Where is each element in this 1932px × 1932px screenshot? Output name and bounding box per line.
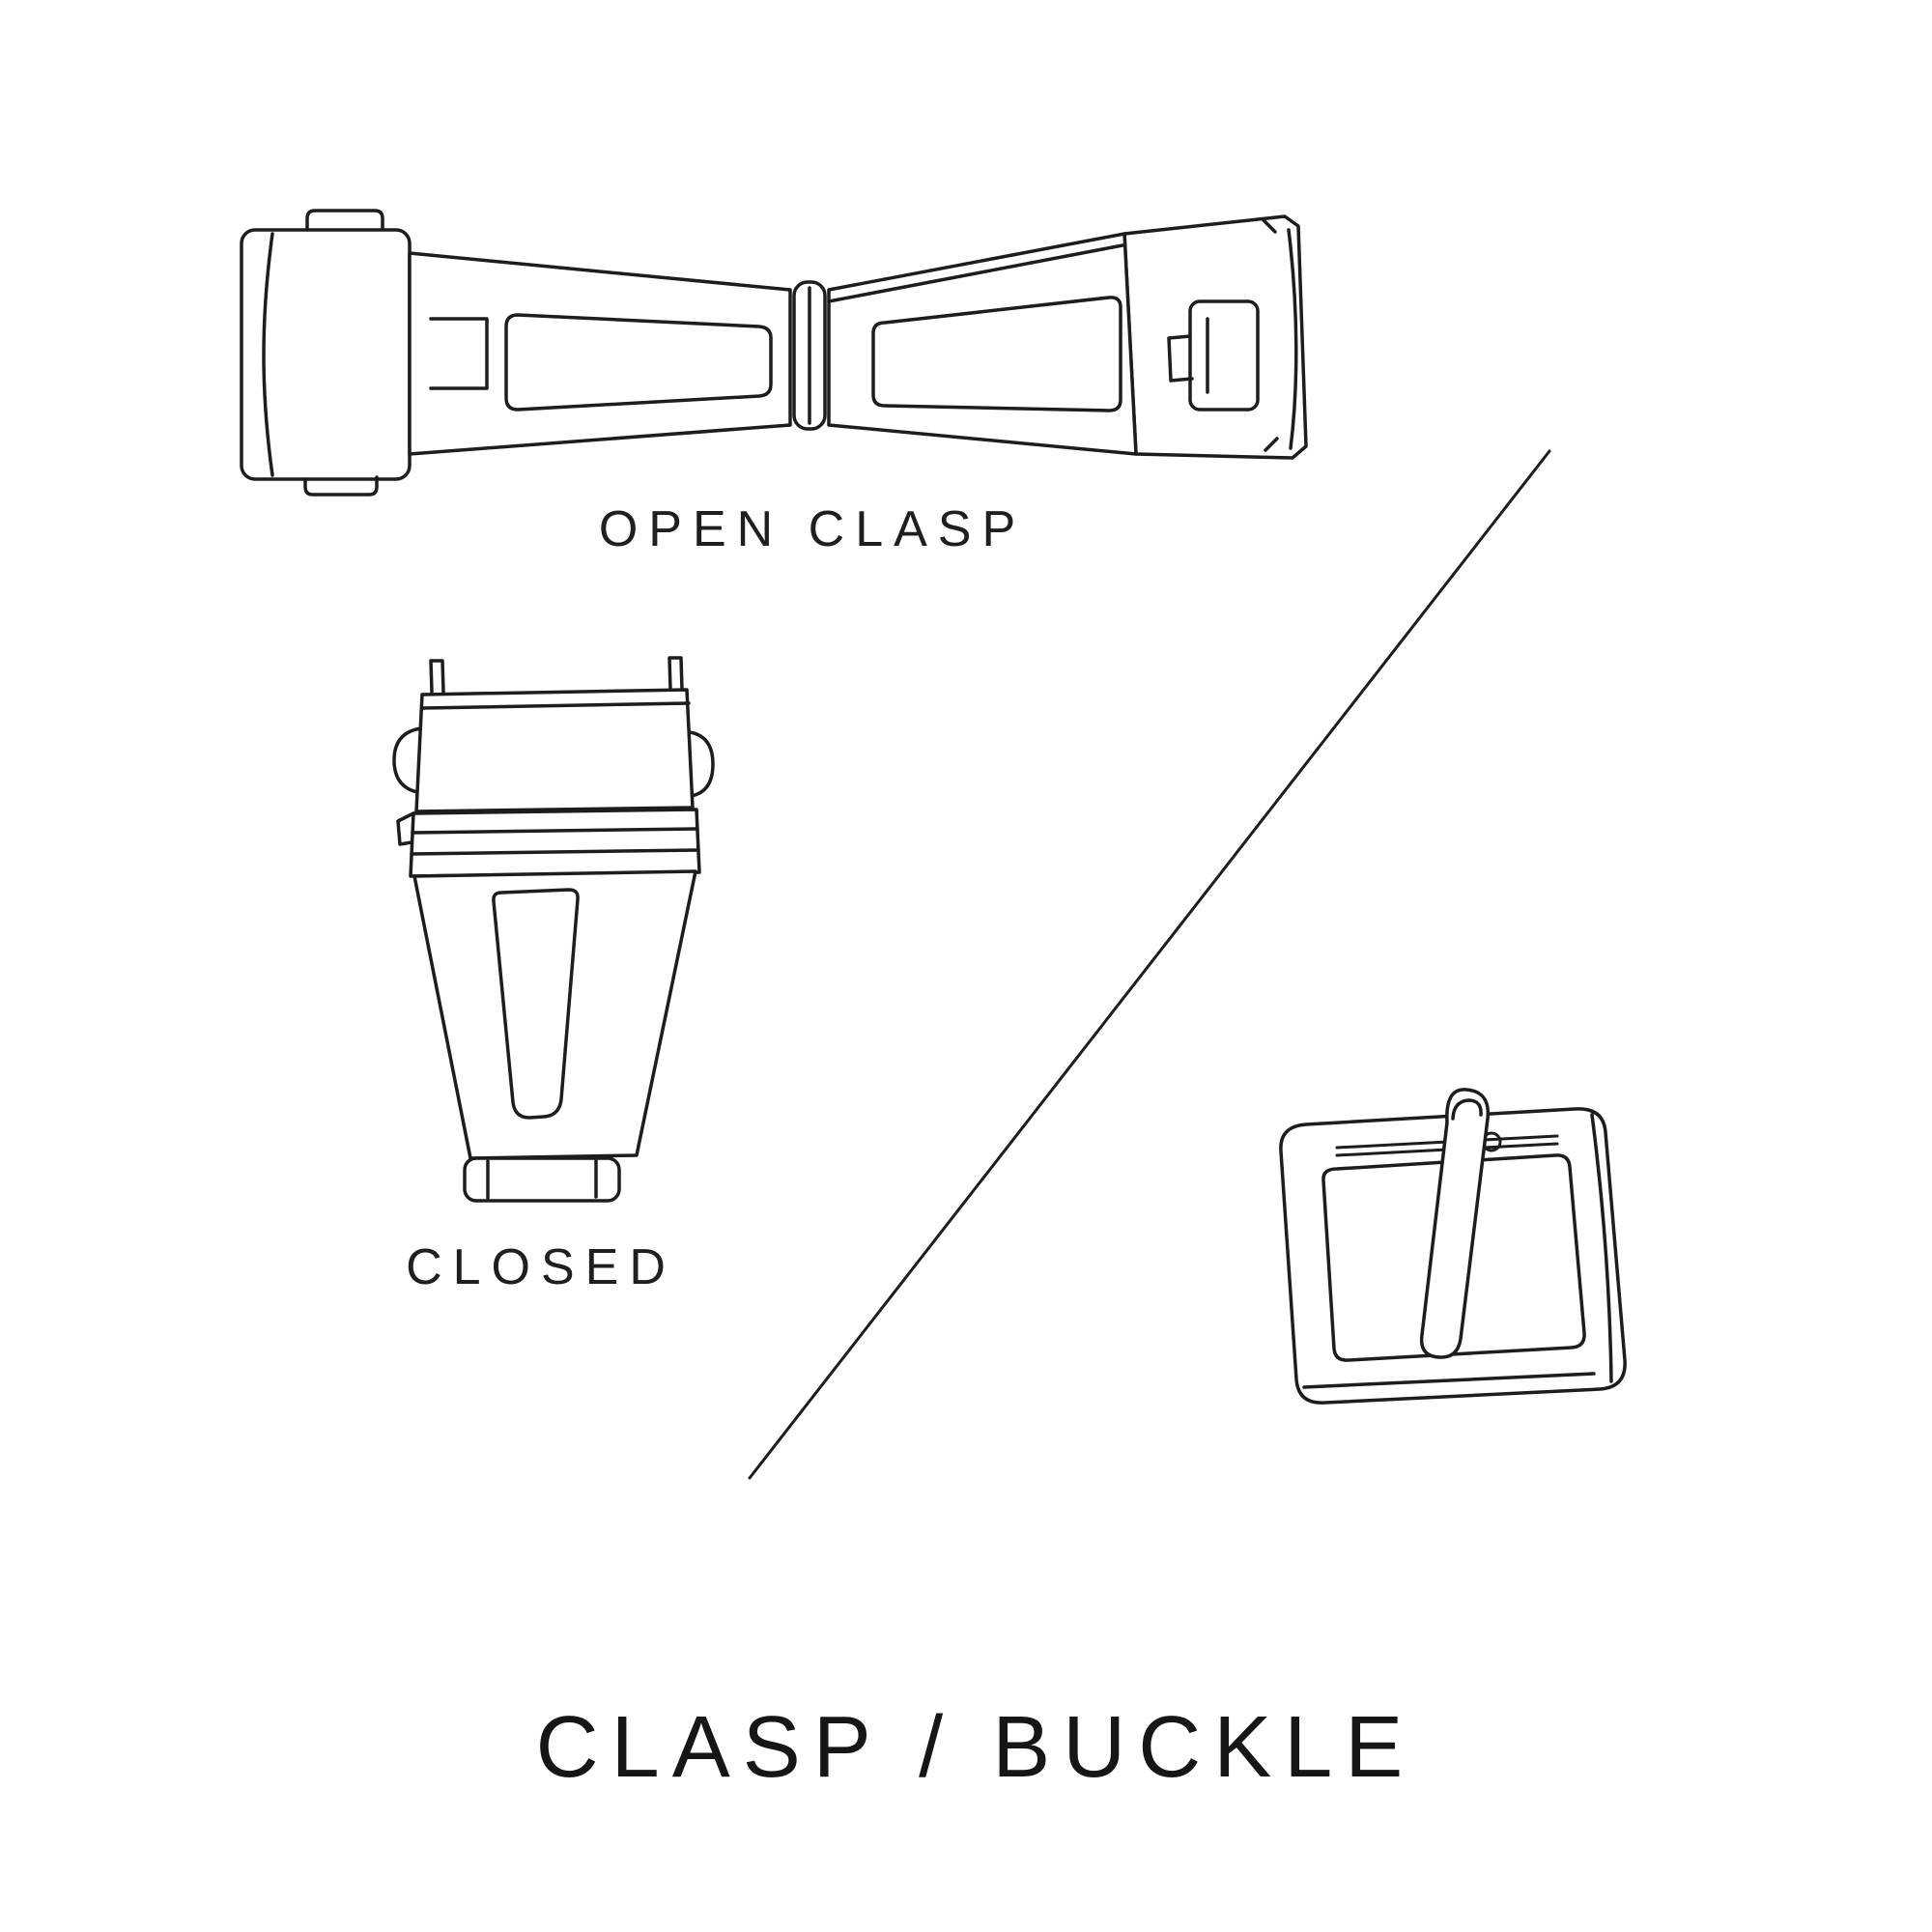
diagram-title: CLASP / BUCKLE — [535, 1699, 1416, 1796]
closed-clasp-end-link-icon — [463, 1156, 621, 1203]
buckle-opening-icon — [1321, 1153, 1586, 1362]
open-clasp-right-arm-icon — [827, 232, 1138, 456]
closed-clasp-body-icon — [412, 869, 697, 1160]
open-clasp-hinge-icon — [792, 280, 827, 431]
closed-clasp-ear-icon — [392, 726, 424, 795]
tang-buckle-illustration — [1279, 1088, 1627, 1405]
closed-clasp-illustration — [392, 656, 715, 1203]
buckle-prong-icon — [1419, 1088, 1491, 1359]
diagonal-divider-line — [748, 449, 1551, 1480]
open-clasp-hook-icon — [1167, 299, 1260, 412]
buckle-side-edge-icon — [1590, 1113, 1613, 1383]
open-clasp-illustration — [240, 209, 1308, 497]
closed-clasp-ear-icon — [688, 730, 715, 798]
closed-clasp-prong-icon — [668, 656, 684, 692]
closed-clasp-cover-icon — [414, 688, 695, 813]
open-clasp-label: OPEN CLASP — [598, 501, 1027, 557]
buckle-bottom-edge-icon — [1302, 1372, 1596, 1389]
closed-clasp-fold-icon — [396, 808, 701, 878]
closed-clasp-prong-icon — [429, 659, 445, 694]
open-clasp-left-link-icon — [240, 209, 412, 497]
open-clasp-left-arm-icon — [408, 251, 792, 456]
closed-clasp-label: CLOSED — [406, 1239, 676, 1295]
